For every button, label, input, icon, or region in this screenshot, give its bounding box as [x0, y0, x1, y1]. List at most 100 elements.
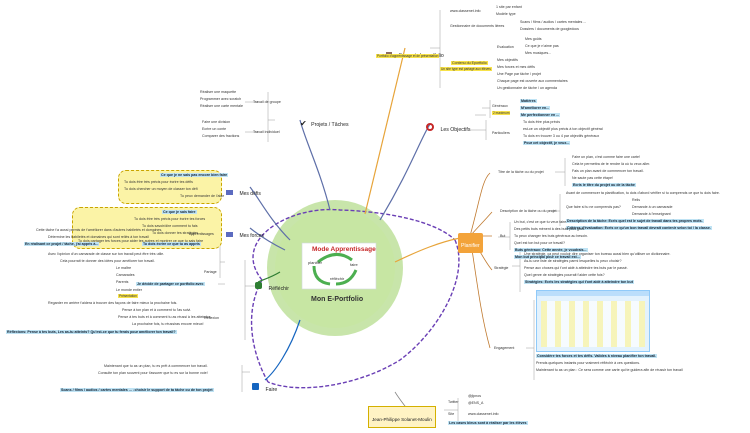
lightbulb-icon [255, 282, 262, 290]
reflechir-apprentissages: Apprentissages [189, 232, 214, 236]
portfolio-gestion: Gestionnaire de documents liéees [450, 24, 505, 28]
planifier-description: Description de la tâche ou du projet [500, 209, 557, 213]
strat-item: Quel genre de stratégies pourrait t'aide… [524, 273, 605, 277]
contenu-item: Une Page par tâche / projet [497, 72, 541, 76]
portfolio-node[interactable]: Support du portfolio [386, 44, 444, 62]
web-item: 1 site par enfant [496, 5, 522, 9]
particuliers-item: Tu dois être plus précis [523, 120, 561, 124]
partage-item: Parents [116, 280, 129, 284]
reflechir-partage: Partage [204, 270, 217, 274]
eval-item: Ce que je n'aime pas [525, 44, 559, 48]
titre-item: Fais un plan avant de commencer ton trav… [572, 169, 644, 173]
projets-groupe: Travail de groupe [253, 100, 281, 104]
partage-item: Avec l'opinion d'un camarade de classe s… [48, 252, 165, 256]
but-item: Tu peux changer tes buts généraux au bes… [514, 234, 588, 238]
center-title: Mode Apprentissage [312, 246, 376, 253]
projets-node[interactable]: ✔ Projets / Tâches [300, 119, 349, 128]
cycle-label-faire: faire [350, 262, 358, 267]
desc-item: Que faire si tu ne comprends pas? [566, 205, 621, 209]
particuliers-item: Tu dois en trouver 3 ou 4 par objectifs … [523, 134, 600, 138]
portfolio-evaluation: Evaluation [497, 45, 514, 49]
faire-item: Scans / films / audios / cartes mentales… [60, 388, 133, 392]
individuel-item: Ecrire un conte [202, 127, 227, 131]
author-site: Site [448, 412, 455, 416]
reflexion-item: Pense à tes buts et à comment tu as réus… [118, 315, 212, 319]
generaux-item: Matières [520, 99, 537, 103]
but-item: Buts généraux: Cette année, je voudrais.… [514, 248, 588, 252]
defis-item: Tu dois chercher un moyen de classer ton… [124, 187, 198, 191]
cycle-arrow-2 [335, 269, 358, 286]
author-site-url[interactable]: www.classenet.info [468, 412, 499, 416]
eng-item: Considère tes forces et tes défis. Valid… [536, 354, 658, 358]
reflechir-node[interactable]: Réfléchir [255, 277, 289, 295]
titre-item: Ecris le titre du projet ou de la tâche [572, 183, 636, 187]
app-item: Cette tâche t'a aussi permis de t'amélio… [36, 228, 163, 232]
desc-item: Avant de commencer ta planification, tu … [566, 191, 720, 195]
desc-item: Description de la tâche: Ecris quel est … [566, 219, 704, 223]
generaux-item: Me perfectionner en ... [520, 113, 561, 117]
planifier-node[interactable]: Planifier [458, 233, 483, 253]
partage-item: Le monde entier [116, 288, 142, 292]
center-subtitle: Mon E-Portfolio [311, 296, 364, 303]
tools-icon [252, 383, 259, 391]
cycle-label-planifier: planifier [308, 260, 323, 265]
defis-item: Tu peux demander de l'aide [180, 194, 225, 198]
reflexion-item: Réflexions: Pense à tes buts, Les as-tu … [6, 330, 177, 334]
particuliers-item: est-ce un objectif plus précis à ton obj… [523, 127, 603, 131]
desc-item: Demande à un camarade [632, 205, 673, 209]
eng-item: Prends quelques instants pour vraiment r… [536, 361, 641, 365]
forces-item: Tu dois donner tes stratégies [152, 231, 199, 235]
forces-item: Ce que je sais faire [162, 210, 197, 214]
checkmark-icon: ✔ [300, 119, 307, 128]
groupe-item: Programmer avec scratch [200, 97, 242, 101]
partage-item: Cela pourrait te donner des idées pour a… [60, 259, 155, 263]
author-node: Jean-Philippe Solanet-Moulin [368, 406, 436, 428]
forces-item: Tu dois partager tes forces pour aider t… [78, 239, 204, 243]
but-item: Des petits buts mènent à des buts plus g… [514, 227, 585, 231]
author-twitter: Twitter [448, 400, 459, 404]
faire-node[interactable]: Faire [252, 378, 277, 396]
relation-loop-2 [267, 239, 460, 389]
strat-item: As-tu une liste de stratégies parmi lesq… [524, 259, 622, 263]
eval-item: Mes musiques... [525, 51, 552, 55]
engagement-grid-cells [541, 301, 645, 347]
planifier-engagement: Engagement [494, 346, 515, 350]
engagement-grid-image [536, 290, 650, 352]
faire-item: Maintenant que tu as un plan, tu es prêt… [104, 364, 208, 368]
strat-item: Pense aux choses qui t'ont aidé à attein… [524, 266, 628, 270]
cycle-label-reflechir: réfléchir [330, 276, 345, 281]
cycle-arrow-1 [317, 253, 353, 264]
contenu-item: Mes objectifs [497, 58, 518, 62]
faire-item: Tu dois choisir le support de ta tâche o… [120, 388, 214, 392]
twitter-item[interactable]: @jlpnos [468, 394, 482, 398]
partage-item: Présentation [118, 294, 138, 298]
reflexion-item: Regarder en arrière t'aidera à trouver d… [48, 301, 178, 305]
objectifs-node[interactable]: Les Objectifs [426, 118, 470, 136]
reflexion-item: Pense à ton plan et à comment tu l'as su… [122, 308, 192, 312]
engagement-grid-header [537, 291, 649, 296]
app-item: Tu dois écrire ce que tu as appris [142, 242, 201, 246]
forces-node[interactable]: Mes forces [226, 224, 264, 242]
planifier-titre: Titre de la tâche ou du projet [498, 170, 544, 174]
partage-item: Je décide de partager ce portfolio avec [136, 282, 205, 286]
author-footer: Les cases bleus sont à réaliser par les … [448, 421, 528, 425]
defis-item: Ce que je ne sais pas encore bien faire [160, 173, 229, 177]
gestion-item: Dossiers / documents de googledocs [520, 27, 579, 31]
contenu-item: Chaque page est ouverte aux commentaires [497, 79, 568, 83]
app-item: Détermine les habiletés et domaines qui … [48, 235, 149, 239]
portfolio-web[interactable]: www.classenet.info [450, 9, 481, 13]
planifier-strategie: Stratégie [494, 266, 509, 270]
contenu-note: Un site type est partagé aux élèves [440, 67, 492, 71]
forces-item: Tu dois savoir/dire comment tu fais [142, 224, 198, 228]
defis-node[interactable]: Mes défis [226, 182, 261, 200]
individuel-item: Faire une division [202, 120, 231, 124]
titre-item: Faire un plan, c'est comme faire une car… [572, 155, 641, 159]
chart-icon [226, 190, 233, 195]
faire-item: Consulte ton plan souvent pour t'assurer… [98, 371, 208, 375]
individuel-item: Comparer des fractions [202, 134, 240, 138]
contenu-item: Un gestionnaire de tâche / un agenda [497, 86, 557, 90]
reflexion-item: La prochaine fois, tu réussiras encore m… [132, 322, 204, 326]
twitter-item[interactable]: @ENS_A [468, 401, 484, 405]
